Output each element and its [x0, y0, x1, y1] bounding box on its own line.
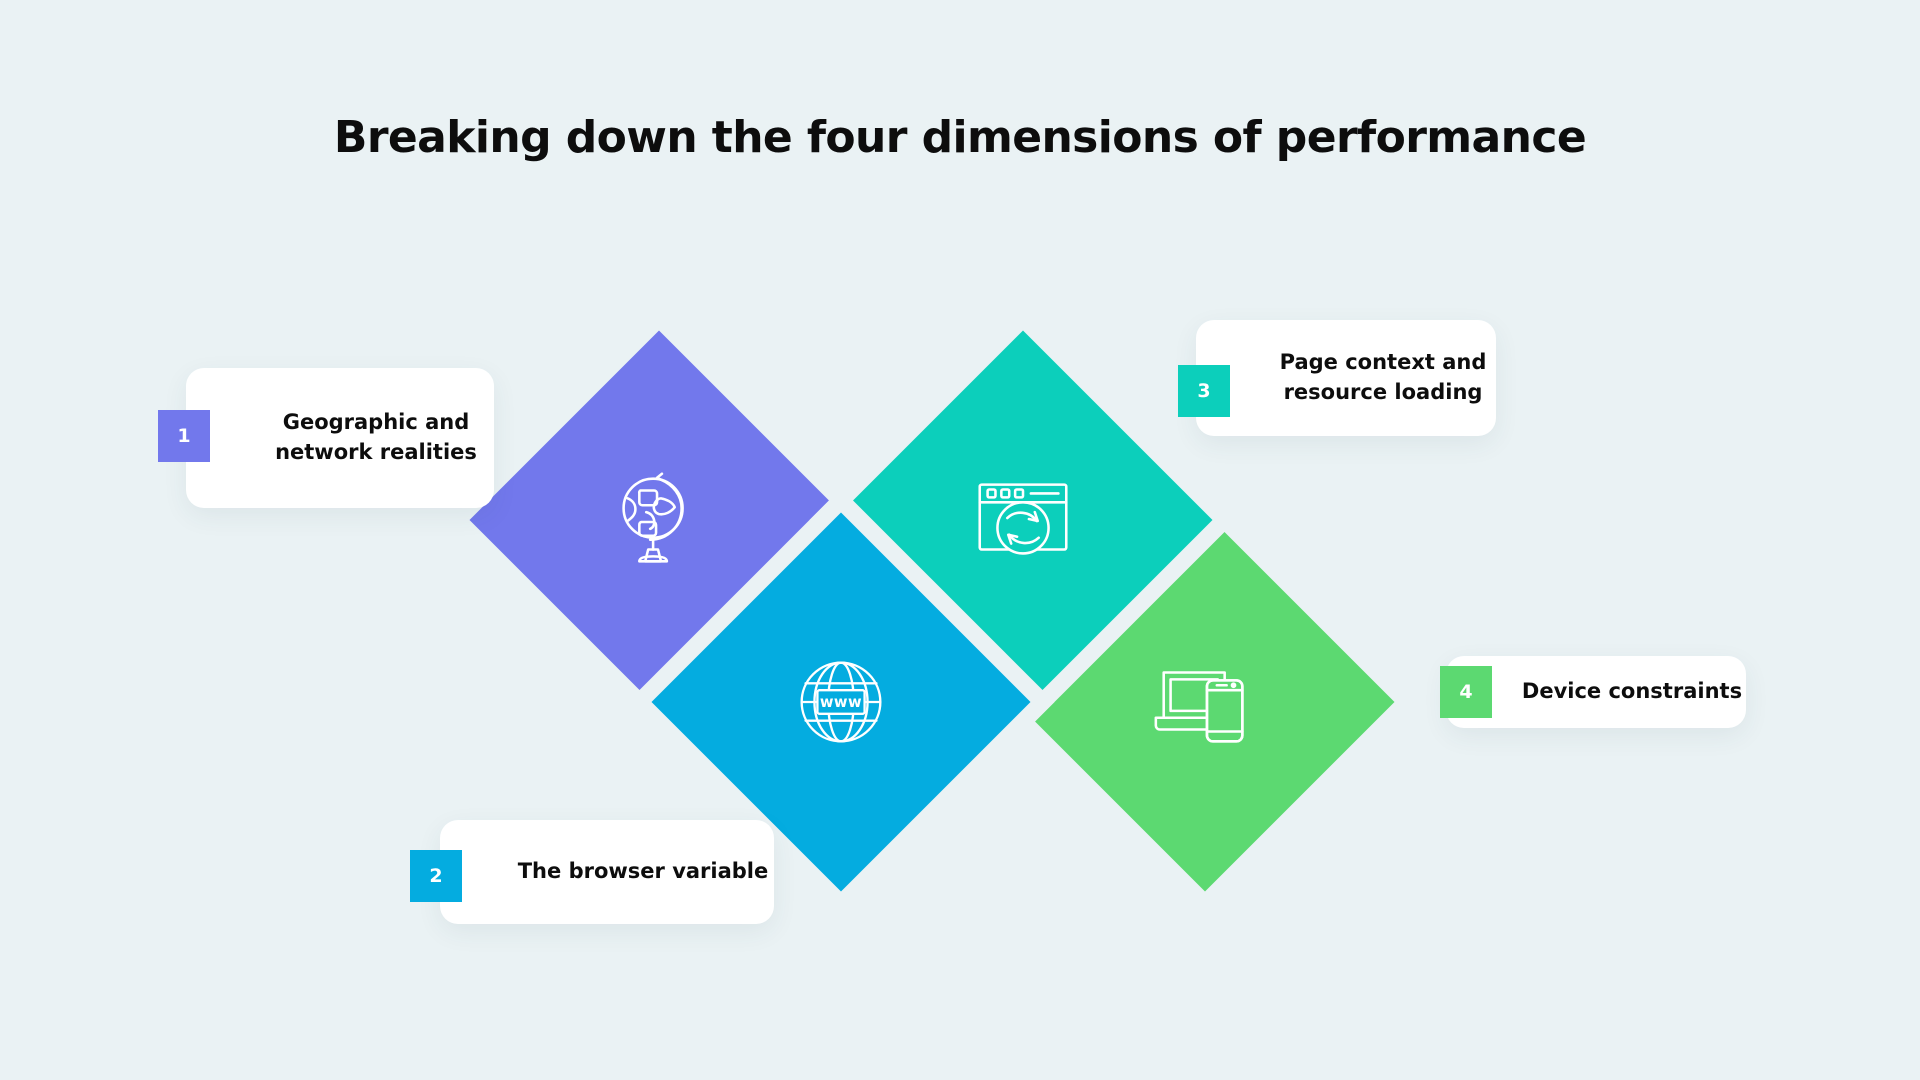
svg-text:www: www	[820, 694, 862, 711]
label-card-4[interactable]: Device constraints	[1446, 656, 1746, 728]
badge-number-3: 3	[1197, 380, 1211, 402]
diamond-tile-1[interactable]	[469, 330, 849, 710]
diamond-tile-4[interactable]	[1015, 512, 1395, 892]
label-card-1-text: Geographic and network realities	[275, 410, 477, 464]
label-card-4-text: Device constraints	[1521, 679, 1743, 704]
browser-refresh-icon	[958, 455, 1088, 585]
laptop-phone-icon	[1140, 637, 1270, 767]
label-card-2-text: The browser variable	[517, 859, 769, 884]
page-title: Breaking down the four dimensions of per…	[333, 112, 1587, 163]
badge-number-1: 1	[177, 425, 191, 447]
label-card-1-badge: 1	[158, 410, 210, 462]
badge-number-2: 2	[429, 865, 443, 887]
desk-globe-icon	[594, 455, 724, 585]
www-globe-icon: www	[776, 637, 906, 767]
label-card-3-badge: 3	[1178, 365, 1230, 417]
label-card-2-badge: 2	[410, 850, 462, 902]
label-card-3-text: Page context and resource loading	[1279, 350, 1487, 404]
label-card-2[interactable]: The browser variable	[440, 820, 774, 924]
badge-number-4: 4	[1459, 681, 1473, 703]
label-card-3[interactable]: Page context and resource loading	[1196, 320, 1496, 436]
label-card-4-badge: 4	[1440, 666, 1492, 718]
diamond-tile-2[interactable]: www	[651, 512, 1031, 892]
label-card-1[interactable]: Geographic and network realities	[186, 368, 494, 508]
diamond-tile-3[interactable]	[833, 330, 1213, 710]
